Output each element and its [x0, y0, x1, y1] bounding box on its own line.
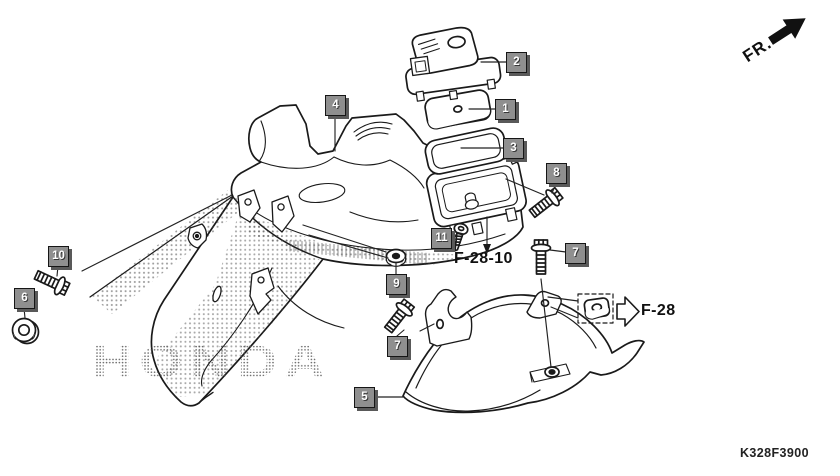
honda-watermark: HONDA [92, 336, 332, 387]
callout-11[interactable]: 11 [431, 228, 452, 249]
f2810-arrowhead [483, 244, 491, 254]
fr-arrow-icon [768, 18, 807, 45]
callout-6[interactable]: 6 [14, 288, 35, 309]
storage-tray [425, 148, 527, 238]
seal-gasket [424, 127, 508, 175]
ecu-cover [405, 26, 502, 102]
bolt-10 [31, 265, 72, 299]
rubber-pad [424, 89, 492, 130]
callout-3[interactable]: 3 [503, 138, 524, 159]
clip-nut [583, 297, 611, 320]
ref-link-f-28[interactable]: F-28 [641, 302, 676, 319]
fr-direction-indicator: FR. [737, 5, 817, 70]
leader-lines [23, 61, 579, 398]
callout-8[interactable]: 8 [546, 163, 567, 184]
ref-link-f-28-10[interactable]: F-28-10 [454, 250, 513, 267]
callout-4[interactable]: 4 [325, 95, 346, 116]
f28-block-arrow [616, 296, 640, 327]
callout-9[interactable]: 9 [386, 274, 407, 295]
figure-code: K328F3900 [740, 446, 809, 460]
bolt-8 [525, 184, 566, 223]
clip-nut-dashed-box [577, 293, 614, 324]
callout-10[interactable]: 10 [48, 246, 69, 267]
bolt-7-lower [379, 296, 418, 337]
callout-7[interactable]: 7 [387, 336, 408, 357]
grommet-6 [11, 317, 40, 345]
callout-2[interactable]: 2 [506, 52, 527, 73]
callout-7[interactable]: 7 [565, 243, 586, 264]
bolt-7-upper [530, 239, 552, 275]
callout-1[interactable]: 1 [495, 99, 516, 120]
callout-5[interactable]: 5 [354, 387, 375, 408]
